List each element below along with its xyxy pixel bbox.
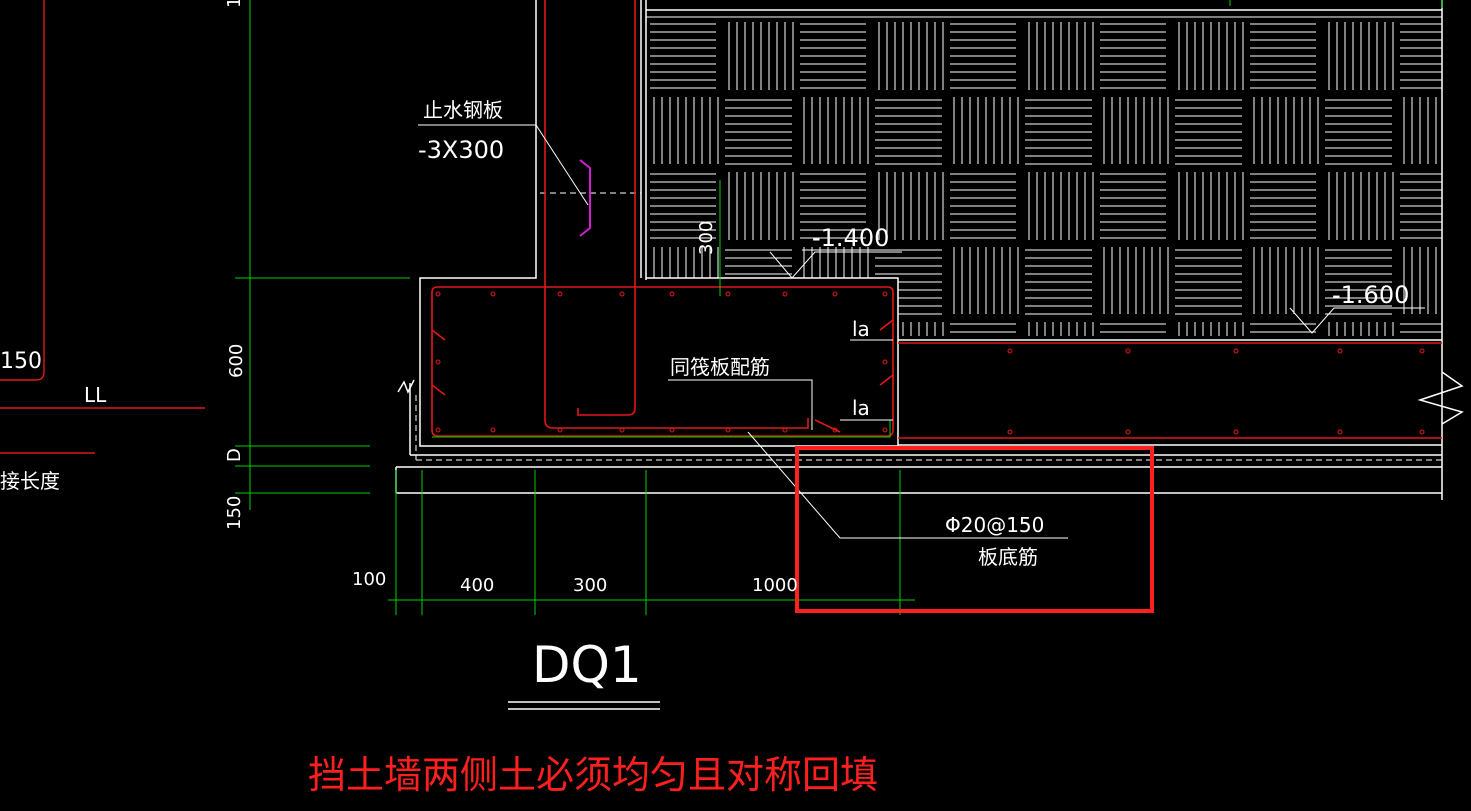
waterstop-name-label: 止水钢板 (423, 98, 503, 122)
break-symbol (397, 379, 415, 394)
rebar-lines (431, 0, 1442, 439)
left-reference (0, 0, 205, 454)
rebar-spec-label: Φ20@150 (945, 513, 1044, 537)
highlight-box (795, 446, 1154, 613)
la-label-top: la (852, 317, 870, 341)
bottom-rebar-label: 板底筋 (978, 545, 1038, 569)
dim-h-1000: 1000 (752, 575, 798, 596)
waterstop-plate (579, 159, 591, 237)
section-title: DQ1 (532, 636, 642, 694)
left-150-label: 150 (0, 349, 42, 374)
dim-v-300: 300 (696, 221, 717, 255)
wall-outline (395, 0, 1464, 500)
same-raft-label: 同筏板配筋 (670, 355, 770, 379)
backfill-note: 挡土墙两侧土必须均匀且对称回填 (308, 753, 878, 797)
inner-rebar-green (432, 420, 891, 438)
dim-v-150: 150 (224, 496, 245, 530)
dim-h-100: 100 (352, 569, 386, 590)
elevation-label-1: -1.400 (812, 224, 889, 252)
left-splice-label: 接长度 (0, 469, 60, 493)
dim-v-d: D (224, 448, 245, 462)
waterstop-size-label: -3X300 (418, 136, 504, 164)
dim-h-400: 400 (460, 575, 494, 596)
dim-v-top: 18 (224, 0, 245, 8)
left-green-lines (235, 0, 1443, 510)
soil-hatch (645, 0, 1443, 340)
dim-h-300: 300 (573, 575, 607, 596)
rebar-points (435, 291, 1425, 435)
elevation-label-2: -1.600 (1332, 281, 1409, 309)
dim-v-600: 600 (226, 344, 247, 378)
la-label-bottom: la (852, 396, 870, 420)
left-ll-label: LL (84, 383, 107, 407)
leader-lines (418, 124, 1425, 539)
bottom-dimension-line (388, 180, 915, 615)
